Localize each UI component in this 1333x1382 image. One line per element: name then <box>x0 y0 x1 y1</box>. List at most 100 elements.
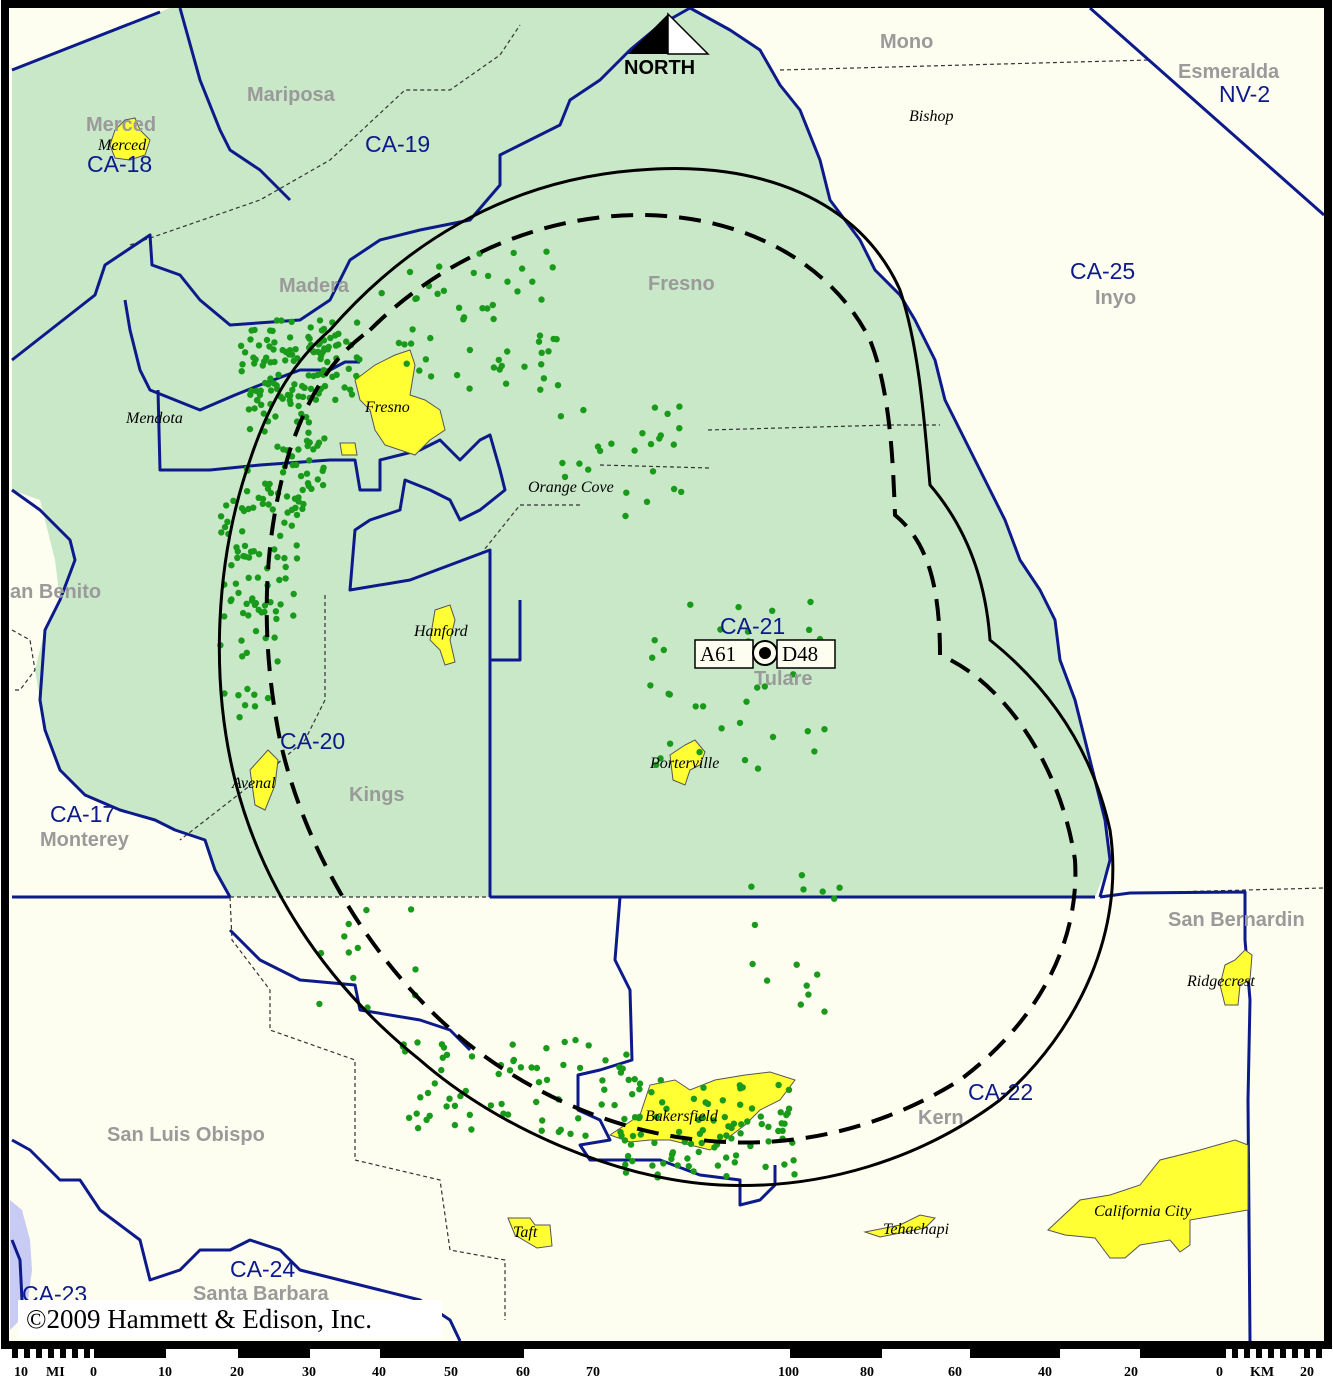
reception-dot <box>276 576 283 584</box>
reception-dot <box>295 446 302 453</box>
reception-dot <box>427 373 435 380</box>
reception-dot <box>775 1081 782 1089</box>
reception-dot <box>233 544 240 551</box>
reception-dot <box>554 382 562 389</box>
reception-dot <box>805 626 813 633</box>
reception-dot <box>660 1160 667 1167</box>
reception-dot <box>653 761 660 769</box>
reception-dot <box>631 447 638 454</box>
reception-dot <box>666 740 674 747</box>
reception-dot <box>407 906 415 913</box>
reception-dot <box>601 1086 608 1093</box>
reception-dot <box>272 413 279 420</box>
svg-text:60: 60 <box>516 1365 530 1380</box>
reception-dot <box>490 364 498 371</box>
reception-dot <box>725 1123 732 1130</box>
reception-dot <box>267 489 275 497</box>
reception-dot <box>637 1131 644 1138</box>
svg-text:100: 100 <box>778 1365 799 1380</box>
svg-text:40: 40 <box>372 1365 386 1380</box>
reception-dot <box>261 428 268 435</box>
reception-dot <box>279 346 286 354</box>
reception-dot <box>255 551 263 558</box>
city-label-taft: Taft <box>513 1224 538 1241</box>
svg-text:80: 80 <box>860 1365 874 1380</box>
reception-dot <box>260 410 267 417</box>
reception-dot <box>698 1139 705 1147</box>
reception-dot <box>653 1113 660 1121</box>
reception-dot <box>737 1101 744 1108</box>
reception-dot <box>598 1101 605 1108</box>
reception-dot <box>291 381 298 388</box>
reception-dot <box>238 505 246 512</box>
reception-dot <box>258 401 265 408</box>
reception-dot <box>744 1118 751 1125</box>
reception-dot <box>675 1128 683 1136</box>
reception-dot <box>619 1065 626 1072</box>
reception-dot <box>228 596 235 603</box>
reception-dot <box>649 1162 656 1169</box>
reception-dot <box>232 580 240 587</box>
reception-dot <box>748 1105 756 1112</box>
reception-dot <box>321 382 329 390</box>
reception-dot <box>255 342 263 349</box>
reception-dot <box>538 361 545 368</box>
map-area: A61 D48 Mono Esmeralda Mariposa Merced M… <box>10 6 1325 1342</box>
reception-dot <box>510 1056 518 1064</box>
reception-dot <box>700 1084 707 1091</box>
district-label-ca-24: CA-24 <box>230 1256 295 1282</box>
reception-dot <box>259 495 267 503</box>
reception-dot <box>495 1070 502 1078</box>
reception-dot <box>287 400 294 407</box>
reception-dot <box>256 391 264 399</box>
reception-dot <box>585 1042 592 1049</box>
reception-dot <box>282 357 289 364</box>
reception-dot <box>757 1113 764 1120</box>
reception-dot <box>327 334 334 342</box>
reception-dot <box>436 263 443 270</box>
reception-dot <box>286 334 294 341</box>
reception-dot <box>761 683 768 690</box>
reception-dot <box>252 356 259 363</box>
reception-dot <box>223 502 230 509</box>
reception-dot <box>422 356 430 363</box>
reception-dot <box>807 598 814 606</box>
reception-dot <box>265 501 272 508</box>
reception-dot <box>417 1094 424 1101</box>
reception-dot <box>305 419 313 426</box>
reception-dot <box>659 1099 666 1106</box>
reception-dot <box>251 326 258 334</box>
reception-dot <box>293 461 300 468</box>
reception-dot <box>763 977 771 984</box>
reception-dot <box>263 336 271 344</box>
reception-dot <box>295 402 302 410</box>
reception-dot <box>265 381 272 388</box>
reception-dot <box>439 1054 446 1061</box>
reception-dot <box>314 371 321 379</box>
reception-dot <box>765 1138 772 1145</box>
reception-dot <box>306 457 313 464</box>
city-label-merced: Merced <box>97 137 147 154</box>
station-marker: A61 D48 <box>694 639 836 669</box>
county-label-santa-barbara: Santa Barbara <box>193 1283 329 1305</box>
reception-dot <box>356 356 363 363</box>
reception-dot <box>728 1135 735 1142</box>
reception-dot <box>528 1064 535 1071</box>
reception-dot <box>602 1057 609 1064</box>
reception-dot <box>224 518 231 525</box>
reception-dot <box>295 498 302 505</box>
reception-dot <box>314 476 321 483</box>
reception-dot <box>651 1139 658 1147</box>
reception-dot <box>687 1140 695 1148</box>
reception-dot <box>741 756 749 764</box>
reception-dot <box>245 406 253 413</box>
reception-dot <box>293 511 301 519</box>
reception-dot <box>819 888 826 895</box>
reception-dot <box>235 692 242 699</box>
county-label-monterey: Monterey <box>40 829 130 851</box>
reception-dot <box>622 1161 629 1168</box>
reception-dots <box>217 248 843 1181</box>
reception-dot <box>412 966 419 973</box>
reception-dot <box>350 974 357 982</box>
reception-dot <box>240 552 247 560</box>
